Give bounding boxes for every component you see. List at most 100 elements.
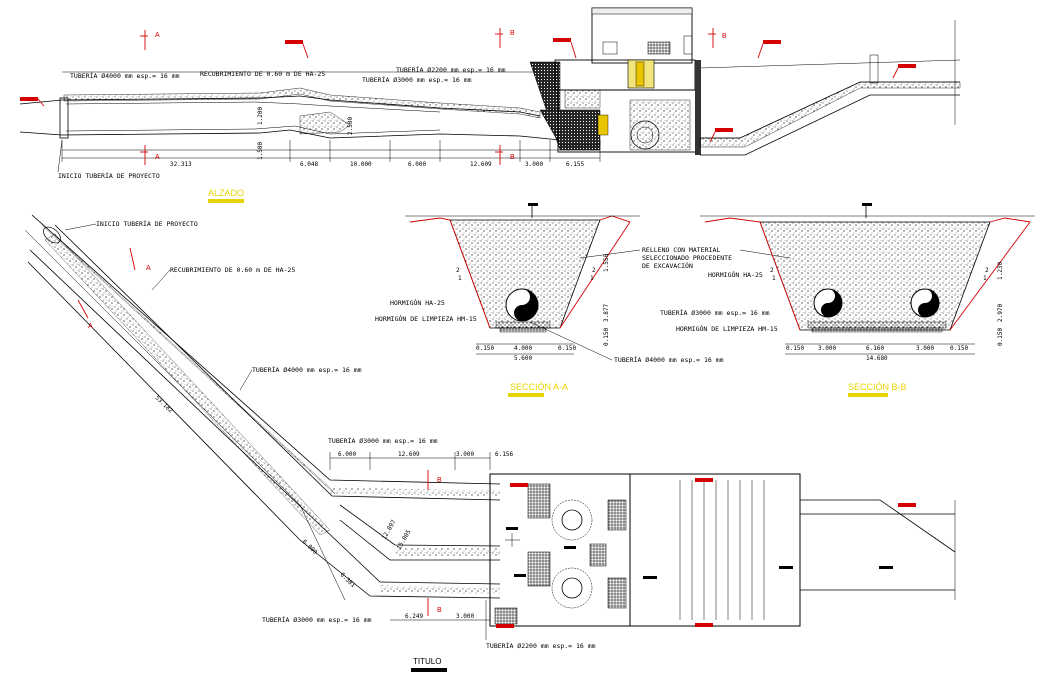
- dim-b-5: 0.150: [950, 345, 968, 352]
- svg-text:B: B: [510, 30, 515, 37]
- slope-indicator: 2 1 2 1: [456, 267, 596, 282]
- slope-indicator: 2 1 2 1: [770, 267, 989, 282]
- svg-text:1: 1: [458, 275, 462, 282]
- dim-plan-3: 3.000: [456, 451, 474, 458]
- dim-top-7: 6.155: [566, 161, 584, 168]
- label-tuberia-4000-plan: TUBERÍA Ø4000 mm esp.= 16 mm: [252, 365, 362, 374]
- dim-diag-3: 6.381: [339, 571, 357, 589]
- elevation-view: A A B B B TUBERÍA Ø4000 mm esp.= 16 mm R…: [19, 7, 961, 203]
- section-a-a: 2 1 2 1 0.150 4.000 0.150 5.600 1.550 3.…: [375, 203, 724, 397]
- level-marker: [898, 503, 916, 507]
- dim-diag-1: 53.182: [154, 394, 175, 414]
- svg-text:2: 2: [985, 267, 989, 274]
- label-inicio-plan: INICIO TUBERÍA DE PROYECTO: [96, 219, 198, 228]
- label-inicio-top: INICIO TUBERÍA DE PROYECTO: [58, 171, 160, 180]
- section-mark-b-top: B: [495, 28, 515, 48]
- dim-a-r2: 3.877: [603, 304, 610, 322]
- svg-text:SELECCIONADO PROCEDENTE: SELECCIONADO PROCEDENTE: [642, 254, 732, 262]
- level-marker: [709, 128, 733, 143]
- dim-b-3: 6.160: [866, 345, 884, 352]
- label-hormigon-a: HORMIGÓN HA-25: [390, 298, 445, 307]
- label-recubrimiento-top: RECUBRIMIENTO DE 0.60 m DE HA-25: [200, 70, 325, 78]
- label-tuberia-3000-top: TUBERÍA Ø3000 mm esp.= 16 mm: [362, 75, 472, 84]
- plan-view: 6.000 12.609 3.000 6.156 6.249 3.000 53.…: [24, 214, 956, 672]
- section-b-b: 2 1 2 1 0.150 3.000 6.160 3.000 0.150 14…: [660, 203, 1035, 397]
- svg-text:2: 2: [770, 267, 774, 274]
- level-marker: [695, 478, 713, 482]
- svg-text:B: B: [437, 607, 442, 614]
- dim-plan-1: 6.000: [338, 451, 356, 458]
- svg-text:1: 1: [590, 275, 594, 282]
- dim-top-6: 3.000: [525, 161, 543, 168]
- dim-a-1: 0.150: [476, 345, 494, 352]
- dim-a-r1: 1.550: [603, 254, 610, 272]
- label-hormigon-b: HORMIGÓN HA-25: [708, 270, 763, 279]
- section-mark-b-plan-top: B: [427, 470, 442, 490]
- title-seccion-aa: SECCIÓN A-A: [510, 382, 568, 392]
- dim-b-r1: 1.230: [997, 262, 1004, 280]
- title-block-label: TITULO: [413, 657, 441, 666]
- dim-diag-4: 12.897: [381, 518, 398, 541]
- section-mark-a-top: A: [140, 30, 160, 50]
- label-tuberia-2200-top: TUBERÍA Ø2200 mm esp.= 16 mm: [396, 65, 506, 74]
- level-marker: [892, 64, 916, 79]
- label-tuberia-4000-top: TUBERÍA Ø4000 mm esp.= 16 mm: [70, 71, 180, 80]
- section-mark-b-bottom: B: [495, 145, 515, 165]
- dim-top-2: 6.048: [300, 161, 318, 168]
- label-tuberia-3000-plan-bot: TUBERÍA Ø3000 mm esp.= 16 mm: [262, 615, 372, 624]
- dim-b-4: 3.000: [916, 345, 934, 352]
- section-mark-b-plan-bottom: B: [427, 598, 442, 616]
- dim-a-r3: 0.150: [603, 328, 610, 346]
- svg-text:A: A: [155, 154, 160, 161]
- dim-plan-bottom-2: 3.000: [456, 613, 474, 620]
- svg-text:A: A: [88, 323, 93, 330]
- svg-text:1: 1: [983, 275, 987, 282]
- svg-text:A: A: [155, 32, 160, 39]
- label-tuberia-3000-plan-top: TUBERÍA Ø3000 mm esp.= 16 mm: [328, 436, 438, 445]
- dim-b-1: 0.150: [786, 345, 804, 352]
- section-mark-a-plan-2: A: [77, 299, 93, 330]
- label-limpieza-a: HORMIGÓN DE LIMPIEZA HM-15: [375, 314, 477, 323]
- level-marker: [757, 40, 781, 59]
- svg-text:B: B: [437, 477, 442, 484]
- section-mark-b-right: B: [708, 28, 727, 48]
- level-marker: [285, 40, 309, 59]
- dim-diag-5: 15.005: [396, 528, 413, 551]
- svg-text:B: B: [510, 154, 515, 161]
- dim-top-1: 32.313: [170, 161, 192, 168]
- dim-b-total: 14.680: [866, 355, 888, 362]
- label-recubrimiento-plan: RECUBRIMIENTO DE 0.60 m DE HA-25: [170, 266, 295, 274]
- label-tuberia-3000-b: TUBERÍA Ø3000 mm esp.= 16 mm: [660, 308, 770, 317]
- dim-diag-2: 6.000: [301, 538, 319, 556]
- svg-text:DE EXCAVACIÓN: DE EXCAVACIÓN: [642, 261, 693, 270]
- label-limpieza-b: HORMIGÓN DE LIMPIEZA HM-15: [676, 324, 778, 333]
- svg-text:A: A: [146, 265, 151, 272]
- level-marker: [695, 623, 713, 627]
- dim-a-total: 5.600: [514, 355, 532, 362]
- title-seccion-bb: SECCIÓN B-B: [848, 382, 907, 392]
- dim-vert-2: 1.500: [257, 142, 264, 160]
- dim-plan-2: 12.609: [398, 451, 420, 458]
- section-mark-a-bottom: A: [140, 145, 160, 165]
- dim-b-2: 3.000: [818, 345, 836, 352]
- svg-text:RELLENO CON MATERIAL: RELLENO CON MATERIAL: [642, 246, 720, 254]
- dim-b-r2: 2.970: [997, 304, 1004, 322]
- section-mark-a-plan-1: A: [129, 247, 151, 272]
- level-marker: [553, 38, 577, 59]
- level-marker: [20, 97, 45, 107]
- title-alzado: ALZADO: [208, 188, 244, 198]
- level-marker: [496, 624, 514, 628]
- dim-top-4: 6.000: [408, 161, 426, 168]
- level-marker: [510, 483, 528, 487]
- dim-b-r3: 0.150: [997, 328, 1004, 346]
- dim-plan-bottom-1: 6.249: [405, 613, 423, 620]
- svg-text:B: B: [722, 33, 727, 40]
- dim-top-3: 10.000: [350, 161, 372, 168]
- dim-plan-4: 6.156: [495, 451, 513, 458]
- label-tuberia-2200-plan: TUBERÍA Ø2200 mm esp.= 16 mm: [486, 641, 596, 650]
- svg-text:2: 2: [456, 267, 460, 274]
- svg-text:1: 1: [772, 275, 776, 282]
- dim-top-5: 12.609: [470, 161, 492, 168]
- dim-a-3: 0.150: [558, 345, 576, 352]
- dim-vert-1: 1.200: [257, 107, 264, 125]
